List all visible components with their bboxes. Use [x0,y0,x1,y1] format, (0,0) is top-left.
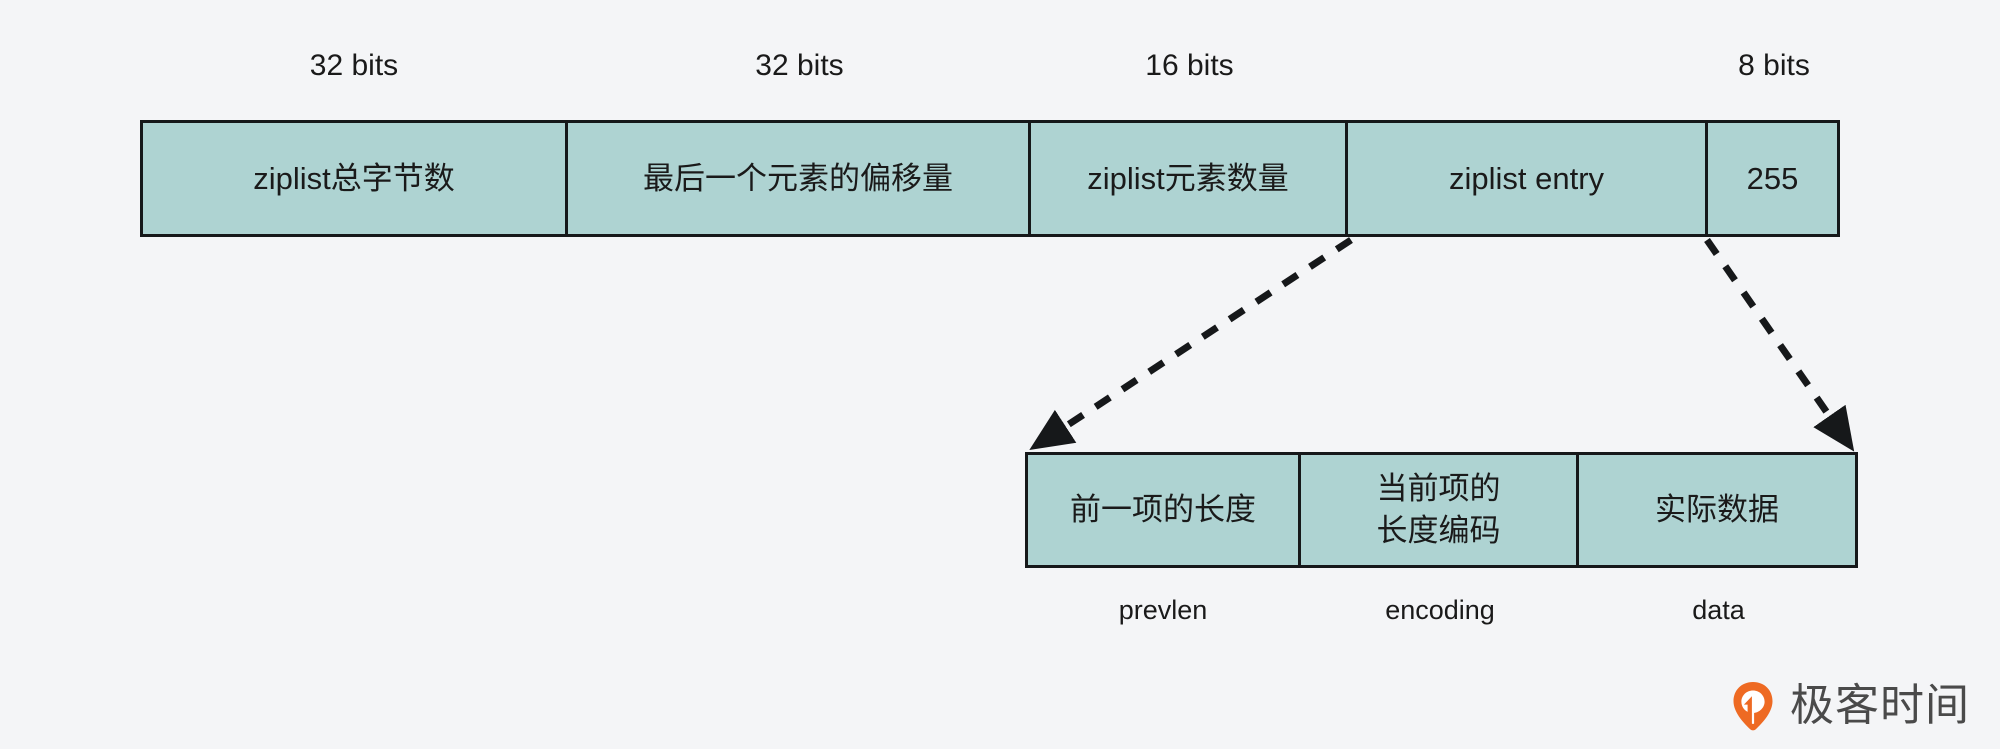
entry-cell-data[interactable]: 实际数据 [1579,455,1855,565]
brand-wordmark: 极客时间 [1790,681,1970,730]
ziplist-cell-total-bytes[interactable]: ziplist总字节数 [143,123,568,234]
entry-sublabel-prevlen: prevlen [1118,595,1208,625]
entry-left-connector [1029,237,1353,451]
bit-label-entry-count: 16 bits [1145,49,1234,82]
entry-cell-prevlen[interactable]: 前一项的长度 [1028,455,1301,565]
geektime-pin-icon [1726,679,1780,733]
bit-label-end-marker: 8 bits [1738,49,1810,82]
ziplist-cell-entry-count[interactable]: ziplist元素数量 [1031,123,1348,234]
brand-logo: 极客时间 [1726,679,1970,733]
bit-label-tail-offset: 32 bits [755,49,844,82]
ziplist-cell-end-marker[interactable]: 255 [1708,123,1837,234]
entry-sublabel-data: data [1692,595,1745,625]
entry-cell-encoding[interactable]: 当前项的 长度编码 [1301,455,1579,565]
ziplist-cell-entry[interactable]: ziplist entry [1348,123,1708,234]
ziplist-cell-tail-offset[interactable]: 最后一个元素的偏移量 [568,123,1031,234]
entry-right-connector [1704,238,1855,452]
entry-sublabel-encoding: encoding [1385,595,1495,625]
ziplist-header-row: ziplist总字节数 最后一个元素的偏移量 ziplist元素数量 zipli… [140,120,1840,237]
entry-detail-row: 前一项的长度 当前项的 长度编码 实际数据 [1025,452,1858,568]
bit-label-total-bytes: 32 bits [309,49,399,82]
